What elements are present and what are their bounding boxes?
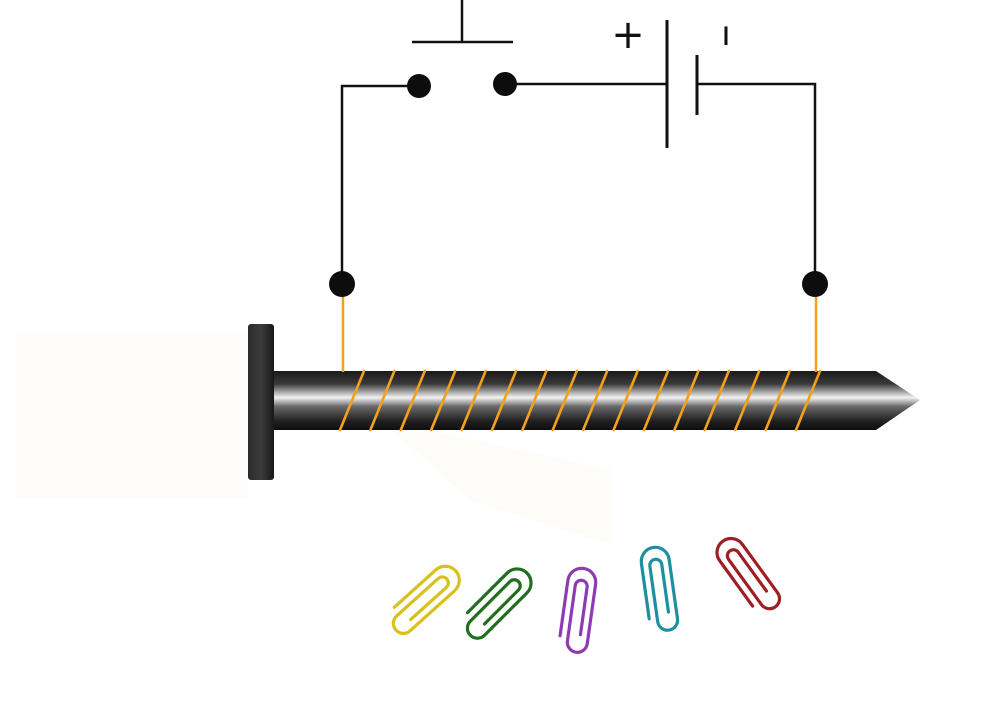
paperclip-purple bbox=[556, 564, 600, 656]
coil-turn bbox=[764, 369, 791, 432]
wire-left bbox=[340, 84, 418, 284]
coil-turn bbox=[490, 369, 518, 432]
push-switch bbox=[407, 0, 517, 98]
switch-terminal-right bbox=[493, 72, 517, 96]
paperclips bbox=[382, 531, 786, 656]
coil-turn bbox=[733, 369, 761, 432]
coil-turn bbox=[673, 369, 700, 432]
coil-turn bbox=[399, 369, 427, 432]
coil-turn bbox=[338, 369, 366, 432]
nail-head bbox=[248, 324, 274, 480]
coil-turn bbox=[703, 369, 731, 432]
background-shadow-right bbox=[380, 420, 612, 545]
battery-negative-label: ı bbox=[721, 14, 730, 54]
wire-right bbox=[697, 82, 817, 284]
coil-turn bbox=[581, 369, 609, 432]
paperclip-green bbox=[456, 561, 539, 644]
coil-leads bbox=[341, 290, 818, 372]
background-shadow-left bbox=[16, 332, 248, 498]
paperclip-yellow bbox=[382, 558, 467, 640]
paperclip-teal bbox=[637, 543, 681, 635]
coil-turn bbox=[429, 369, 457, 432]
iron-nail bbox=[248, 324, 920, 480]
paperclip-red bbox=[709, 531, 786, 619]
terminal-node-right bbox=[802, 271, 828, 297]
coil-turn bbox=[460, 369, 487, 432]
terminal-node-left bbox=[329, 271, 355, 297]
switch-terminal-left bbox=[407, 74, 431, 98]
circuit-wires bbox=[340, 82, 817, 284]
coil-turn bbox=[612, 369, 639, 432]
battery: + ı bbox=[611, 12, 731, 148]
coil-turn bbox=[369, 369, 396, 432]
coil-turn bbox=[551, 369, 579, 432]
coil-turn bbox=[521, 369, 548, 432]
copper-coil bbox=[338, 369, 822, 432]
battery-positive-label: + bbox=[611, 12, 645, 58]
coil-turn bbox=[794, 369, 822, 432]
coil-turn bbox=[642, 369, 670, 432]
